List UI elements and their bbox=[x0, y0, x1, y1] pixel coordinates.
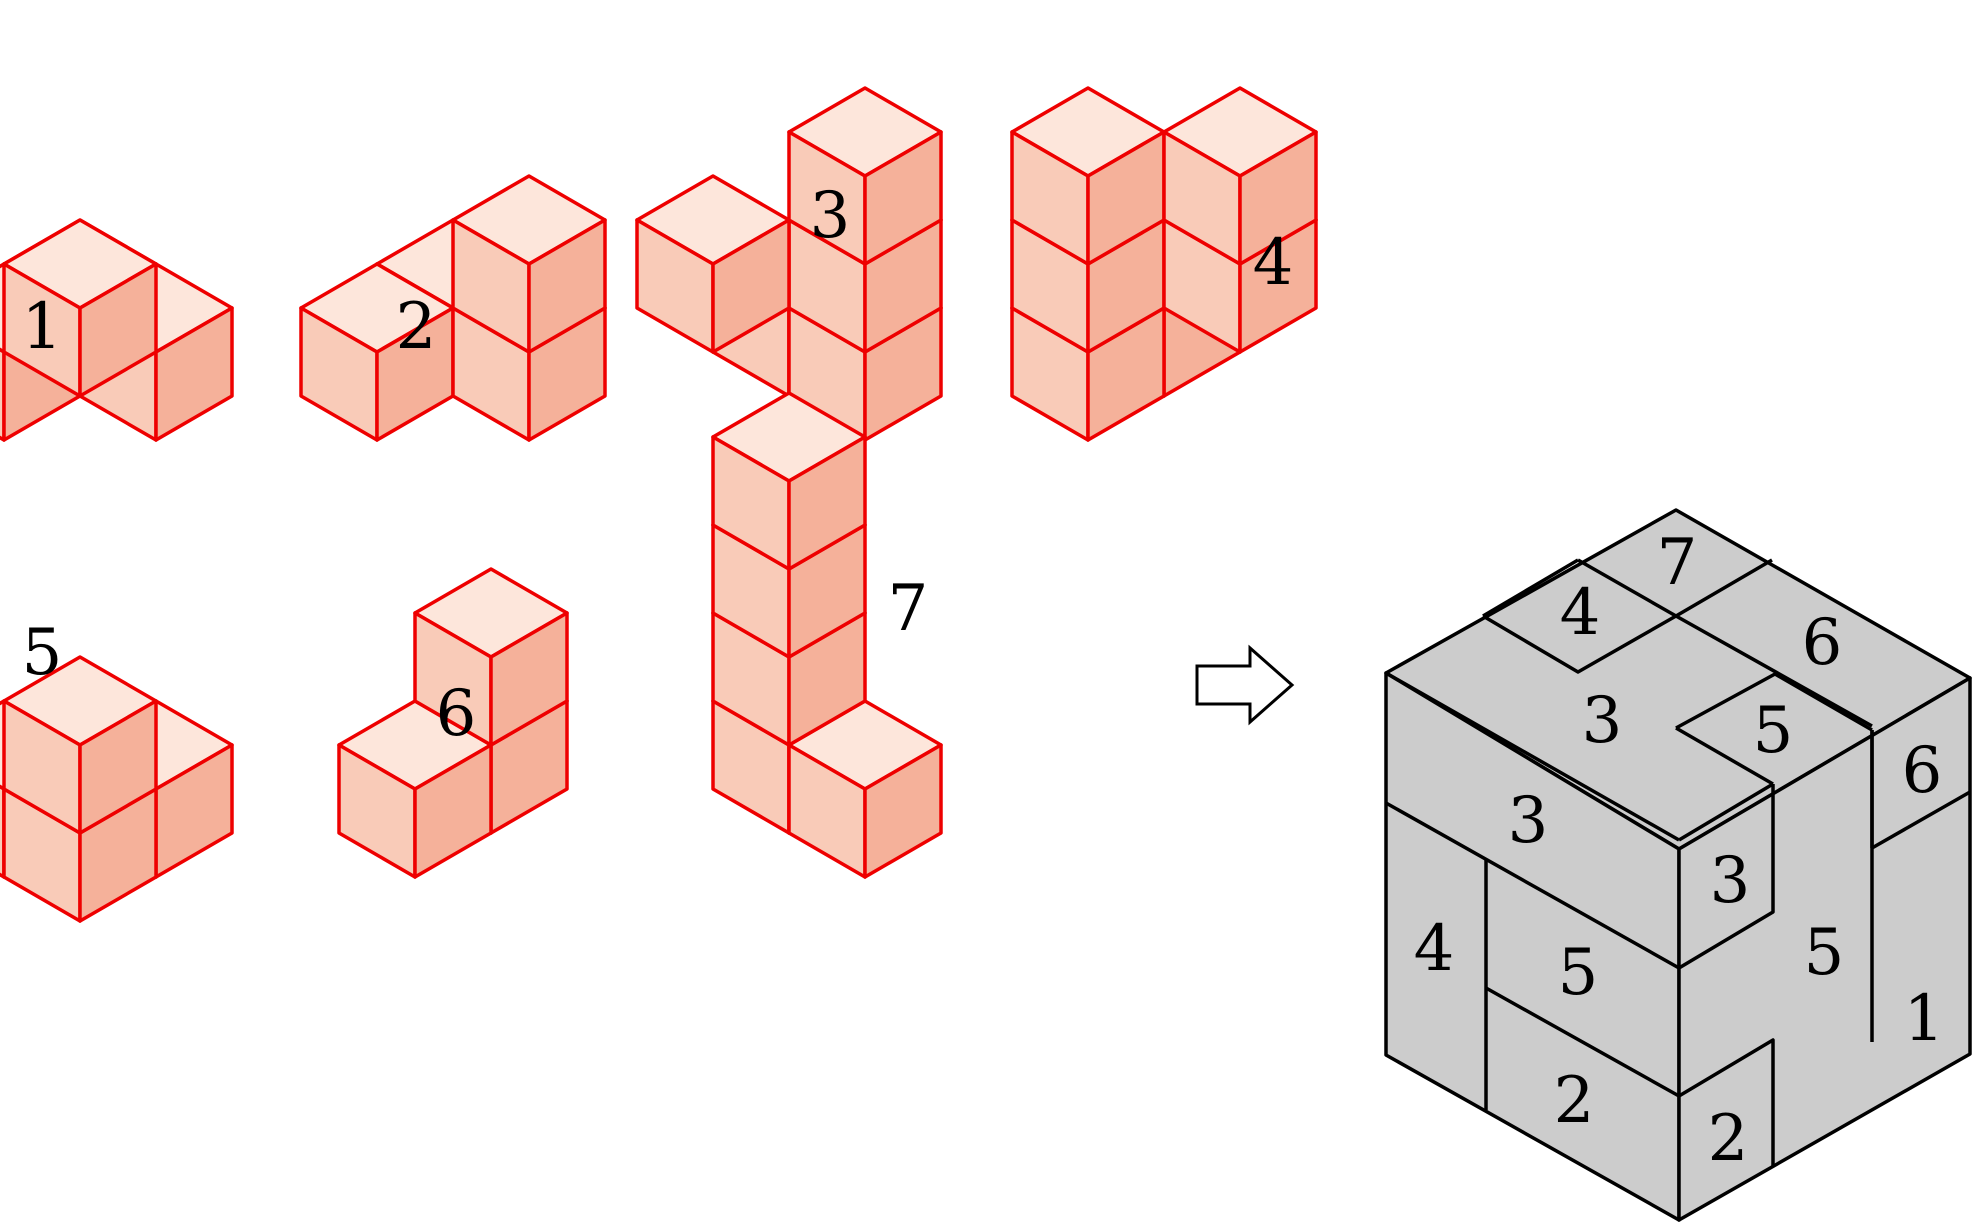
piece-2: 2 bbox=[299, 174, 607, 442]
unit-cube bbox=[413, 567, 569, 747]
unit-cube bbox=[787, 86, 943, 266]
piece-4: 4 bbox=[1010, 86, 1318, 442]
cube-piece-label: 3 bbox=[1710, 844, 1751, 918]
cube-right-face bbox=[1238, 130, 1318, 266]
cube-piece-label: 1 bbox=[1904, 982, 1945, 1056]
cube-piece-label: 4 bbox=[1560, 576, 1601, 650]
piece-boundary-line bbox=[1577, 558, 1677, 618]
cube-right-face bbox=[78, 699, 158, 835]
unit-cube bbox=[711, 391, 867, 571]
unit-cube bbox=[2, 655, 158, 835]
unit-cube bbox=[787, 699, 943, 879]
cube-piece-label: 2 bbox=[1554, 1064, 1595, 1138]
piece-label: 2 bbox=[396, 290, 437, 364]
piece-boundary-line bbox=[1678, 784, 1775, 970]
piece-boundary-line bbox=[1482, 558, 1579, 618]
cube-right-face bbox=[527, 218, 607, 354]
piece-5: 5 bbox=[0, 616, 234, 923]
piece-boundary-line bbox=[1385, 671, 1680, 842]
piece-boundary-line bbox=[1678, 1038, 1775, 1166]
piece-boundary-line bbox=[1675, 558, 1773, 618]
cube-piece-label: 5 bbox=[1558, 936, 1599, 1010]
unit-cube bbox=[451, 174, 607, 354]
cube-piece-label: 3 bbox=[1508, 784, 1549, 858]
cube-faces bbox=[1384, 508, 1972, 1222]
cube-piece-label: 6 bbox=[1802, 606, 1843, 680]
cube-piece-label: 2 bbox=[1708, 1102, 1749, 1176]
unit-cube bbox=[1162, 86, 1318, 266]
piece-label: 5 bbox=[22, 616, 63, 690]
cube-right-face bbox=[863, 130, 943, 266]
cube-right-face bbox=[863, 743, 943, 879]
piece-boundary-line bbox=[1385, 801, 1680, 970]
cube-piece-label: 6 bbox=[1902, 734, 1943, 808]
piece-boundary-line bbox=[1675, 726, 1774, 786]
cube-piece-label: 5 bbox=[1753, 694, 1794, 768]
cube-right-face bbox=[413, 743, 493, 879]
cube-piece-label: 5 bbox=[1804, 916, 1845, 990]
piece-label: 6 bbox=[436, 677, 477, 751]
cube-right-face bbox=[489, 611, 569, 747]
cube-right-face bbox=[78, 262, 158, 398]
piece-boundary-line bbox=[1678, 782, 1774, 842]
piece-6: 6 bbox=[337, 567, 569, 879]
piece-boundary-line bbox=[1675, 614, 1873, 728]
cube-right-face bbox=[711, 218, 791, 354]
piece-boundary-line bbox=[1871, 790, 1971, 850]
piece-3: 3 bbox=[635, 86, 943, 442]
piece-label: 3 bbox=[810, 179, 851, 253]
cube-right-face bbox=[787, 435, 867, 571]
unit-cube bbox=[2, 218, 158, 398]
right-arrow-outline-icon bbox=[1195, 644, 1295, 726]
cube-piece-boundaries bbox=[1385, 558, 1971, 1166]
piece-7: 7 bbox=[711, 391, 943, 879]
piece-boundary-line bbox=[1675, 672, 1873, 732]
unit-cube bbox=[299, 262, 455, 442]
cube-piece-label: 4 bbox=[1414, 912, 1455, 986]
piece-label: 7 bbox=[888, 572, 929, 646]
piece-label: 4 bbox=[1253, 226, 1294, 300]
unit-cube bbox=[1010, 86, 1166, 266]
unit-cube bbox=[635, 174, 791, 354]
cube-piece-label: 3 bbox=[1582, 684, 1623, 758]
piece-boundary-line bbox=[1485, 986, 1680, 1098]
piece-boundary-line bbox=[1482, 614, 1677, 674]
cube-piece-label: 7 bbox=[1657, 526, 1698, 600]
puzzle-pieces: 1 2 3 4 5 6 7 bbox=[0, 86, 1318, 923]
piece-label: 1 bbox=[22, 290, 63, 364]
piece-1: 1 bbox=[0, 218, 234, 442]
